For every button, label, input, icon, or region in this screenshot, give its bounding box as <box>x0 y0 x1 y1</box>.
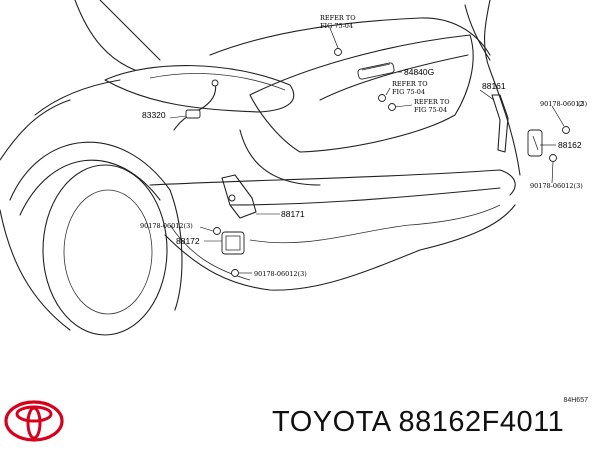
part-84840g-switch <box>357 62 395 80</box>
part-88162-bracket <box>527 129 543 157</box>
part-number: 88162F4011 <box>398 406 565 438</box>
label-88172: 88172 <box>176 236 200 246</box>
label-83320: 83320 <box>142 110 166 120</box>
label-88162: 88162 <box>558 140 582 150</box>
ref-label-3b: FIG 75-04 <box>414 106 447 114</box>
label-bolt-c: 90178-06012(3) <box>140 222 193 230</box>
leader-lines <box>169 27 565 274</box>
part-88161-bracket <box>491 94 509 153</box>
ref-label-2b: FIG 75-04 <box>392 88 425 96</box>
label-84840g: 84840G <box>404 67 434 77</box>
footer-title: TOYOTA 88162F4011 <box>272 406 564 439</box>
bolts <box>213 48 570 277</box>
part-88171-bracket <box>221 174 257 219</box>
toyota-logo-icon <box>4 400 64 442</box>
label-bolt-a: 90178-06012 <box>540 100 584 108</box>
ref-label-1a: REFER TO <box>320 14 356 22</box>
vehicle-outline <box>0 0 521 336</box>
label-bolt-d: 90178-06012(3) <box>254 270 307 278</box>
ref-label-3a: REFER TO <box>414 98 450 106</box>
callout-labels: REFER TO FIG 75-04 84840G REFER TO FIG 7… <box>140 14 588 278</box>
part-88172-sensor <box>221 231 245 255</box>
brand-name: TOYOTA <box>272 406 390 438</box>
label-bolt-a-qty: (3) <box>578 100 588 108</box>
label-bolt-b: 90178-06012(3) <box>530 182 583 190</box>
diagram-code: 84H657 <box>563 397 588 404</box>
ref-label-1b: FIG 75-04 <box>320 22 353 30</box>
ref-label-2a: REFER TO <box>392 80 428 88</box>
label-88171: 88171 <box>281 209 305 219</box>
label-88161: 88161 <box>482 81 506 91</box>
part-83320-sensor <box>173 79 219 131</box>
